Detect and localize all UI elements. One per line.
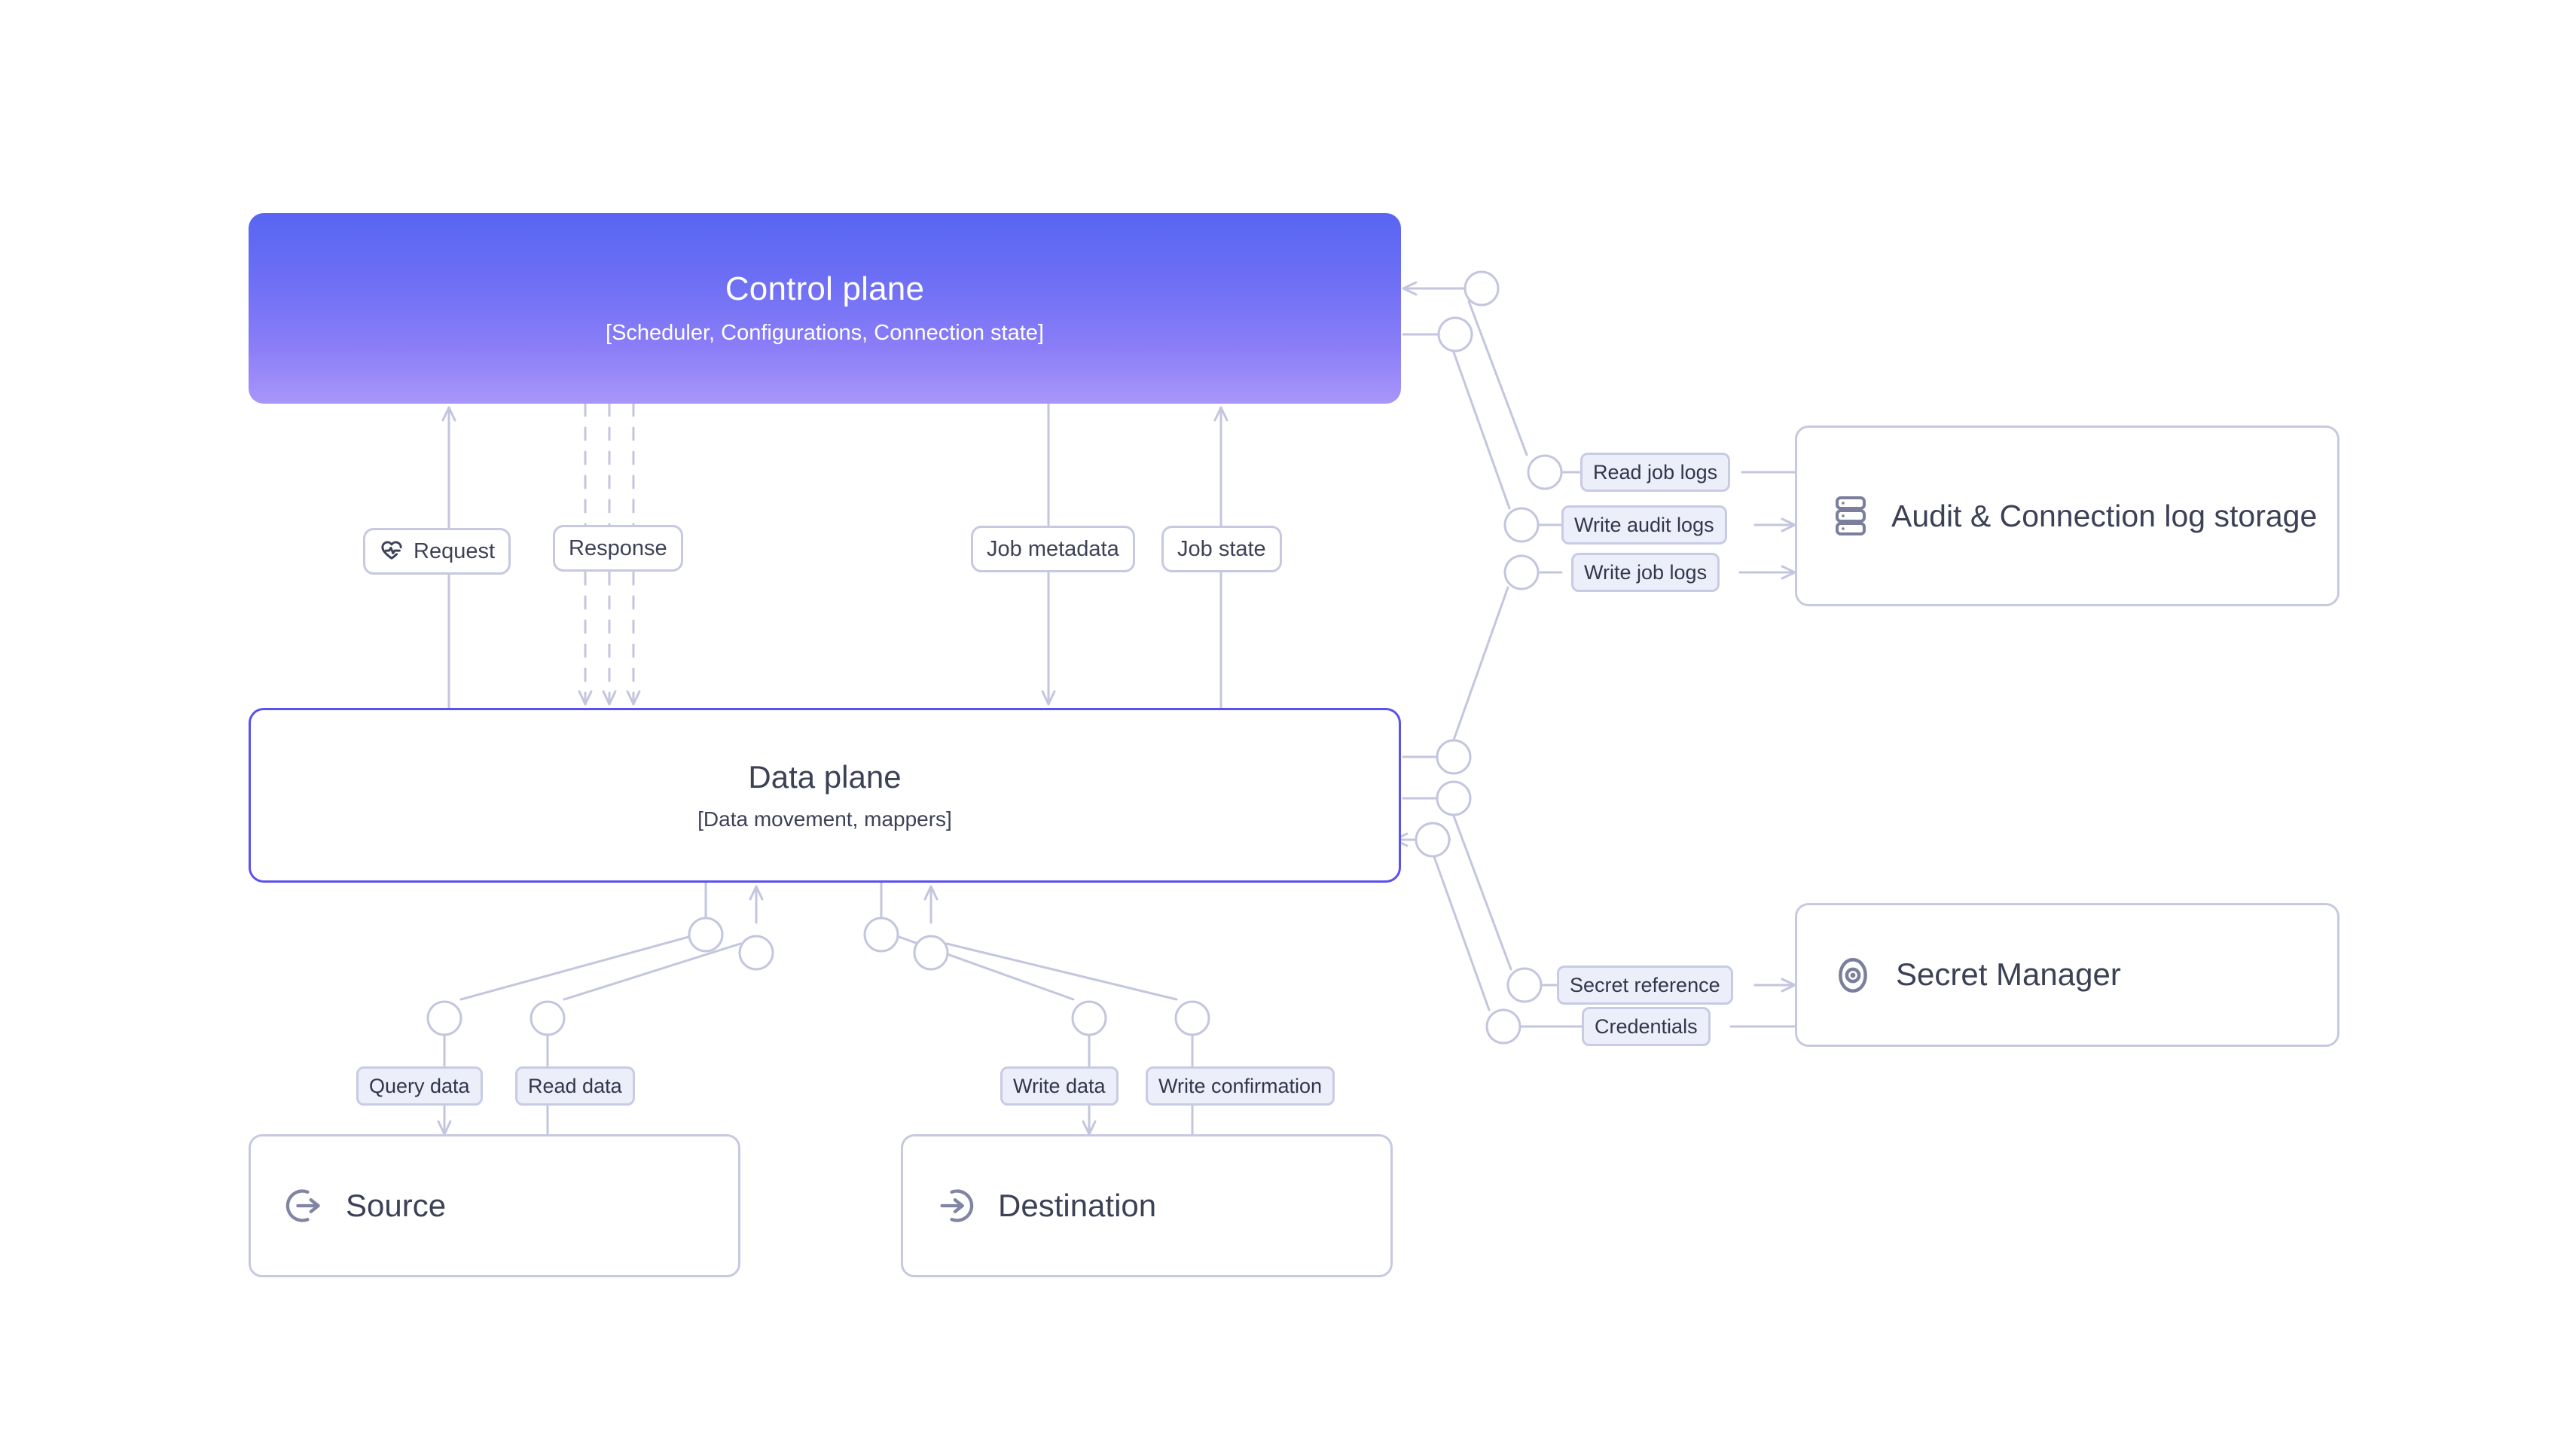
source-label: Source (346, 1187, 447, 1223)
chip-response-label: Response (569, 535, 667, 560)
label-read-data-text: Read data (528, 1074, 622, 1097)
wire-query-data-b (459, 935, 693, 1001)
label-write-confirmation-text: Write confirmation (1158, 1074, 1323, 1097)
audit-log-storage-node[interactable]: Audit & Connection log storage (1795, 426, 2339, 606)
log-in-icon (936, 1186, 975, 1225)
label-write-job-logs-text: Write job logs (1584, 560, 1708, 584)
chip-job-metadata[interactable]: Job metadata (971, 526, 1135, 572)
wire-write-data-b (896, 935, 1075, 1001)
label-read-job-logs-text: Read job logs (1593, 460, 1718, 484)
label-secret-reference-text: Secret reference (1570, 973, 1720, 996)
label-write-audit-logs[interactable]: Write audit logs (1561, 505, 1727, 545)
joint-write-job-logs (1503, 554, 1540, 590)
destination-label: Destination (998, 1187, 1157, 1223)
label-read-job-logs[interactable]: Read job logs (1580, 453, 1731, 492)
label-query-data-text: Query data (369, 1074, 470, 1097)
label-secret-reference[interactable]: Secret reference (1557, 966, 1733, 1005)
database-icon (1833, 495, 1869, 537)
joint-secret-reference (1506, 967, 1543, 1003)
destination-node[interactable]: Destination (901, 1134, 1393, 1277)
wire-write-job-logs-b (1451, 586, 1509, 746)
label-write-confirmation[interactable]: Write confirmation (1146, 1066, 1335, 1106)
secret-manager-node[interactable]: Secret Manager (1795, 903, 2339, 1047)
joint-read-job-logs (1527, 454, 1563, 490)
wire-secret-reference-b (1451, 810, 1512, 971)
chip-request-label: Request (414, 538, 496, 563)
control-plane-subtitle: [Scheduler, Configurations, Connection s… (606, 320, 1044, 345)
label-write-job-logs[interactable]: Write job logs (1571, 553, 1720, 592)
joint-dp-write-data (863, 917, 899, 953)
data-plane-subtitle: [Data movement, mappers] (697, 807, 952, 831)
joint-dp-query-data (688, 917, 724, 953)
joint-dst-write-data (1071, 1000, 1107, 1036)
joint-credentials (1485, 1008, 1521, 1045)
audit-log-storage-label: Audit & Connection log storage (1891, 498, 2318, 533)
joint-cp-write-audit (1437, 316, 1473, 352)
heart-pulse-icon (379, 538, 404, 564)
joint-dp-write-conf (913, 935, 949, 971)
wire-read-job-logs-b (1467, 300, 1528, 456)
source-node[interactable]: Source (249, 1134, 740, 1277)
wire-write-confirmation-b (945, 942, 1178, 1001)
target-eye-icon (1833, 955, 1873, 996)
control-plane-title: Control plane (725, 270, 925, 308)
data-plane-title: Data plane (748, 758, 902, 795)
joint-dp-credentials (1415, 822, 1451, 858)
label-write-data-text: Write data (1013, 1074, 1106, 1097)
joint-dp-write-job-logs (1436, 739, 1472, 775)
joint-src-query-data (426, 1000, 462, 1036)
chip-job-state-label: Job state (1177, 536, 1266, 561)
data-plane-node[interactable]: Data plane [Data movement, mappers] (249, 708, 1401, 883)
wire-write-audit-logs-b (1451, 346, 1511, 510)
joint-write-audit-logs (1503, 507, 1540, 543)
log-out-icon (284, 1186, 323, 1225)
label-credentials[interactable]: Credentials (1582, 1007, 1711, 1046)
joint-cp-read-job-logs (1463, 270, 1500, 307)
label-credentials-text: Credentials (1595, 1014, 1698, 1038)
label-read-data[interactable]: Read data (515, 1066, 635, 1106)
joint-src-read-data (530, 1000, 566, 1036)
joint-dp-secret-ref (1436, 780, 1472, 816)
chip-request[interactable]: Request (363, 528, 511, 575)
chip-job-state[interactable]: Job state (1161, 526, 1282, 572)
control-plane-node[interactable]: Control plane [Scheduler, Configurations… (249, 213, 1401, 404)
joint-dp-read-data (738, 935, 774, 971)
secret-manager-label: Secret Manager (1896, 956, 2121, 993)
chip-job-metadata-label: Job metadata (987, 536, 1119, 561)
label-write-data[interactable]: Write data (1000, 1066, 1119, 1106)
chip-response[interactable]: Response (553, 525, 683, 572)
wire-credentials-b (1431, 851, 1491, 1011)
wire-read-data-b (563, 942, 742, 1001)
label-query-data[interactable]: Query data (356, 1066, 483, 1106)
joint-dst-write-conf (1174, 1000, 1210, 1036)
label-write-audit-logs-text: Write audit logs (1574, 513, 1714, 536)
